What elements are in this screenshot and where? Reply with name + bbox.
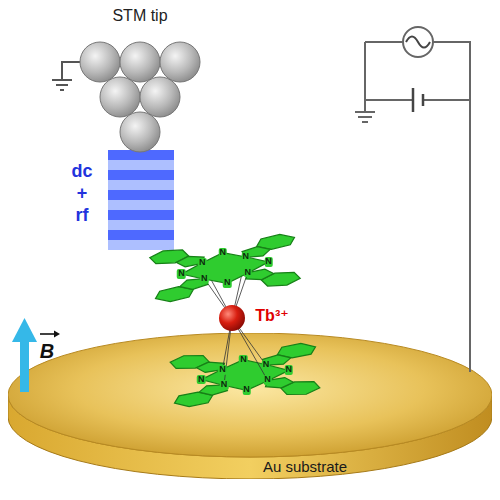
field-arrow: [12, 318, 60, 392]
atom-label: N: [262, 360, 271, 370]
atom-label: N: [244, 268, 253, 278]
substrate-label: Au substrate: [263, 458, 347, 475]
atom-label: N: [220, 380, 229, 390]
atom-label: N: [285, 365, 294, 375]
ground-symbol: [52, 62, 80, 90]
atom-label: N: [223, 278, 232, 288]
atom-label: N: [197, 375, 206, 385]
atom-label: N: [241, 252, 250, 262]
ion-label: Tb³⁺: [255, 307, 288, 325]
tip-label: STM tip: [112, 7, 167, 25]
atom-label: N: [242, 385, 251, 395]
atom-label: N: [177, 269, 186, 279]
field-label: B: [40, 340, 54, 362]
signal-label: rf: [76, 206, 89, 226]
phthalocyanine-ring: [150, 234, 300, 301]
signal-label: dc: [71, 162, 92, 182]
phthalocyanine-ring: [170, 343, 320, 406]
atom-label: N: [264, 257, 273, 267]
atom-label: N: [219, 248, 228, 258]
atom-label: N: [200, 274, 209, 284]
atom-label: N: [263, 375, 272, 385]
substrate-disc: Au substrate: [8, 333, 492, 479]
tunneling-beam: [108, 150, 174, 250]
tip-atoms: [80, 42, 200, 152]
tbpc2-molecule: [150, 234, 320, 406]
atom-label: N: [218, 365, 227, 375]
signal-label: +: [77, 184, 88, 204]
bias-circuit: [355, 27, 470, 372]
atom-label: N: [198, 259, 207, 269]
terbium-ion: [219, 305, 245, 331]
atom-label: N: [239, 355, 248, 365]
disc-outline: [8, 333, 492, 479]
